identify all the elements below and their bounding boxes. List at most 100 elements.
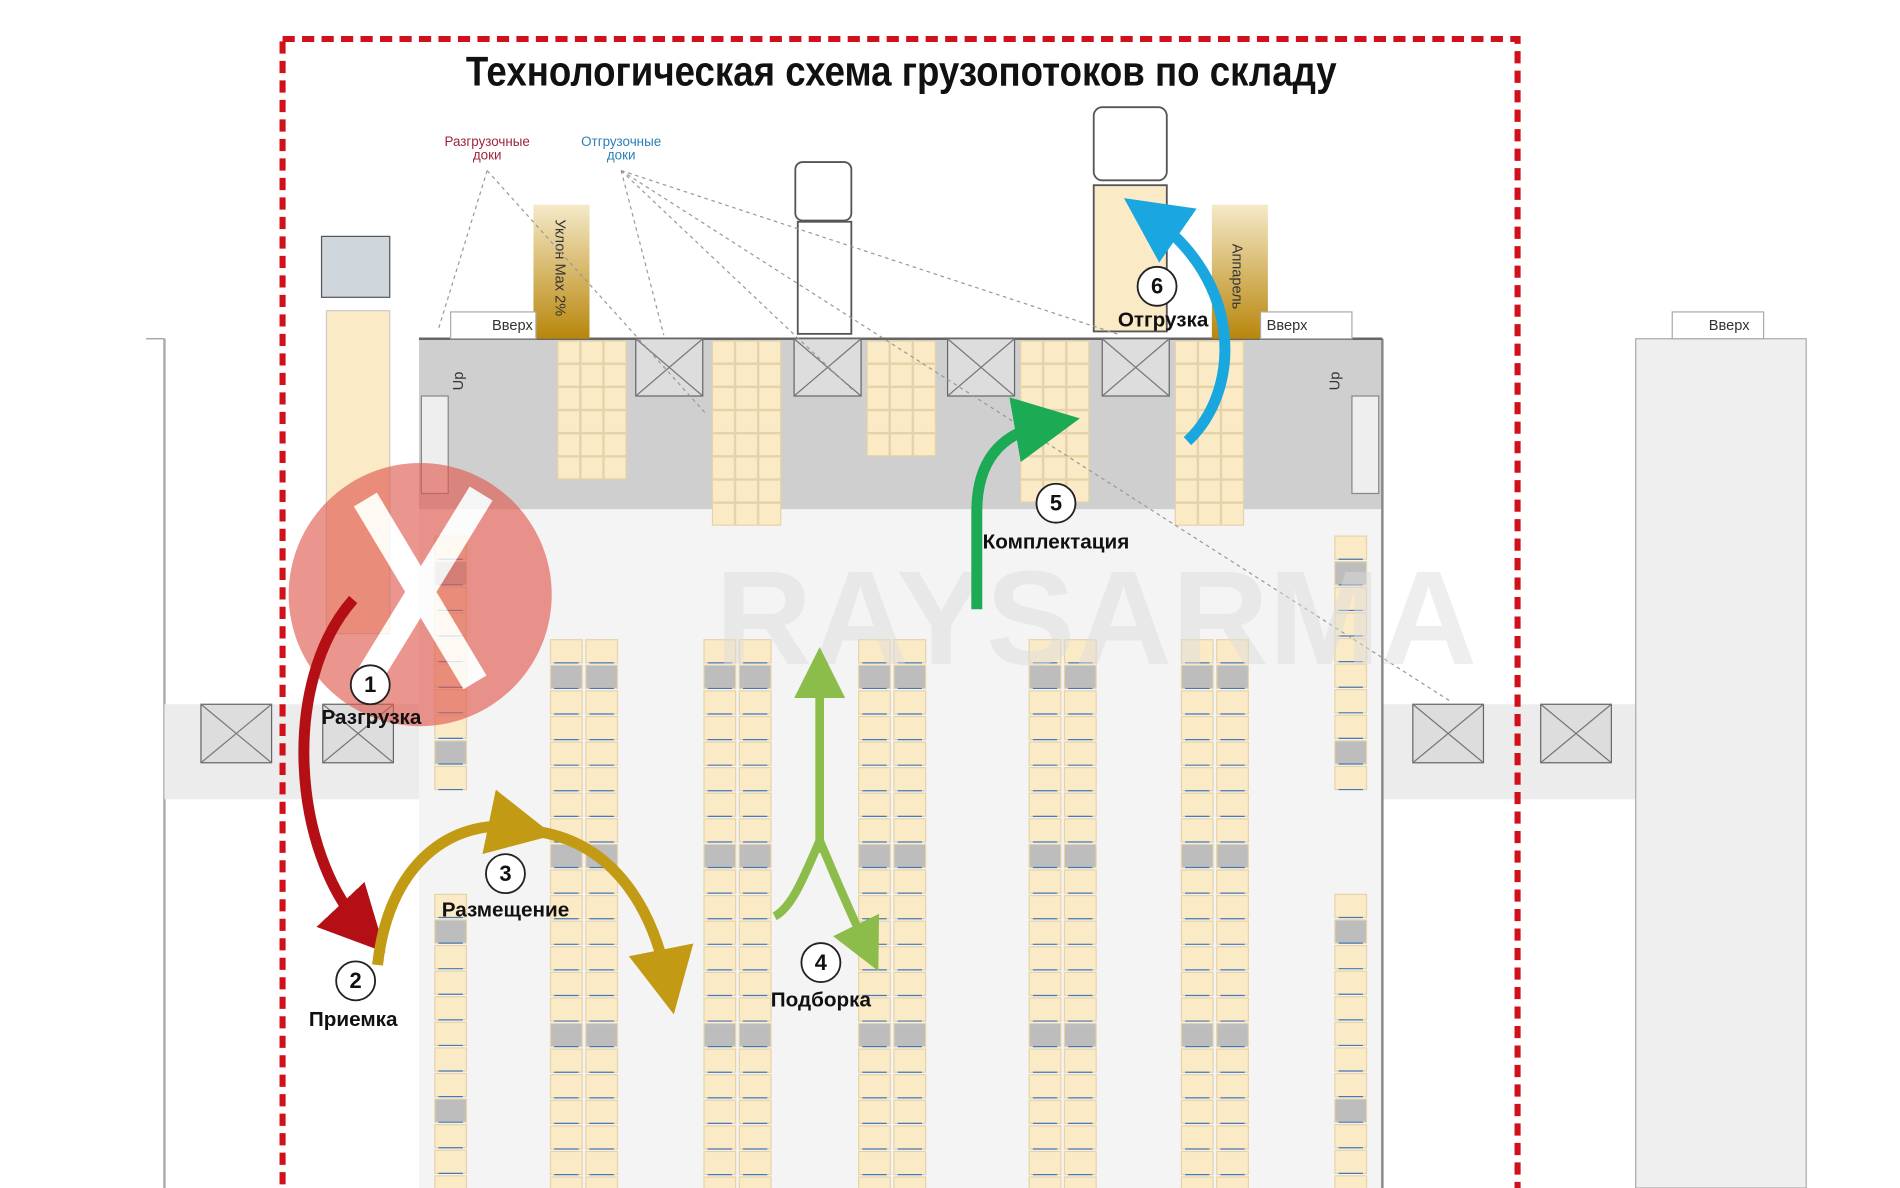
rack-cell	[1180, 971, 1214, 997]
rack-cell	[738, 792, 772, 817]
rack-cell	[585, 920, 619, 945]
rack-cell	[703, 690, 737, 715]
rack-cell	[1216, 818, 1250, 843]
rack-cell	[1028, 920, 1062, 945]
rack-cell	[703, 946, 737, 971]
pallet	[889, 386, 913, 411]
pallet	[1174, 479, 1198, 503]
rack-cell	[434, 740, 468, 765]
pallet	[557, 386, 581, 411]
rack-cell	[549, 1125, 583, 1150]
rack-cell	[585, 1048, 619, 1073]
rack-cell	[738, 818, 772, 843]
pallet	[735, 502, 759, 526]
rack-cell	[703, 843, 737, 869]
pallet	[603, 386, 627, 411]
rack-cell	[1063, 894, 1097, 920]
rack-cell	[858, 869, 891, 894]
step-number: 6	[1151, 274, 1163, 299]
rack-cell	[738, 971, 772, 997]
rack-cell	[585, 715, 619, 741]
pallet	[912, 340, 936, 364]
step-number-circle	[485, 853, 526, 895]
pallet	[711, 479, 736, 503]
rack-cell	[1334, 714, 1368, 739]
pallet	[557, 363, 581, 387]
step-label: Подборка	[771, 988, 872, 1011]
rack-cell	[585, 1125, 619, 1150]
rack-cell	[585, 997, 619, 1022]
rack-cell	[703, 1125, 737, 1150]
pallet	[1043, 386, 1067, 411]
rack-cell	[549, 1150, 583, 1176]
rack-cell	[434, 1098, 468, 1123]
rack-cell	[703, 1048, 737, 1073]
pallet	[1020, 363, 1044, 387]
rack-cell	[738, 767, 772, 792]
rack-cell	[1028, 818, 1062, 843]
step-label: Разгрузка	[322, 706, 422, 729]
rack-cell	[1028, 971, 1062, 997]
pallet	[735, 433, 759, 457]
pallet	[758, 386, 782, 411]
rack-cell	[1063, 715, 1097, 741]
rack-cell	[738, 741, 772, 766]
pallet	[603, 433, 627, 457]
pallet	[1066, 363, 1090, 387]
pallet	[1174, 456, 1198, 480]
rack-cell	[893, 767, 927, 792]
rack-cell	[1028, 894, 1062, 920]
unloading-docks-label: Разгрузочные	[444, 134, 529, 149]
rack-cell	[893, 869, 927, 894]
ramp-left-label: Уклон Max 2%	[551, 219, 567, 316]
pallet	[580, 340, 604, 364]
rack-cell	[1063, 1099, 1097, 1125]
rack-cell	[1028, 1022, 1062, 1048]
pallet	[711, 363, 736, 387]
rack-cell	[549, 1099, 583, 1125]
rack-cell	[1334, 1149, 1368, 1174]
rack-cell	[434, 1175, 468, 1188]
rack-cell	[893, 1048, 927, 1073]
pallet	[557, 410, 581, 434]
rack-cell	[738, 997, 772, 1022]
pallet	[866, 363, 890, 387]
rack-cell	[1334, 893, 1368, 919]
rack-cell	[703, 894, 737, 920]
rack-cell	[585, 818, 619, 843]
rack-cell	[1216, 741, 1250, 766]
rack-cell	[1216, 1099, 1250, 1125]
rack-cell	[1028, 1048, 1062, 1073]
rack-cell	[1180, 920, 1214, 945]
pallet	[1020, 340, 1044, 364]
boundary-dashed	[279, 35, 1521, 1188]
stairs-up-label: Вверх	[492, 318, 533, 334]
pallet	[912, 386, 936, 411]
pallet	[1066, 340, 1090, 364]
pallet	[735, 386, 759, 411]
rack-cell	[434, 944, 468, 970]
pallet	[1174, 410, 1198, 434]
dock-door-cross	[1412, 703, 1484, 764]
rack-cell	[434, 1021, 468, 1047]
stairs-up-label: Вверх	[1267, 318, 1308, 334]
rack-cell	[585, 664, 619, 690]
pallet	[1066, 386, 1090, 411]
rack-cell	[1216, 767, 1250, 792]
rack-cell	[703, 1074, 737, 1099]
stairs-up-label: Вверх	[1709, 318, 1750, 334]
step-number-circle	[800, 942, 842, 983]
pallet	[711, 456, 736, 480]
rack-cell	[893, 946, 927, 971]
rack-cell	[1063, 1074, 1097, 1099]
pallet	[1020, 386, 1044, 411]
dock-door-cross	[200, 703, 272, 764]
pallet	[1043, 340, 1067, 364]
rack-cell	[858, 1125, 891, 1150]
rack-cell	[738, 920, 772, 945]
flow-arrow-placement-2	[532, 825, 694, 1015]
rack-cell	[738, 1150, 772, 1176]
rack-cell	[738, 690, 772, 715]
rack-cell	[1063, 818, 1097, 843]
